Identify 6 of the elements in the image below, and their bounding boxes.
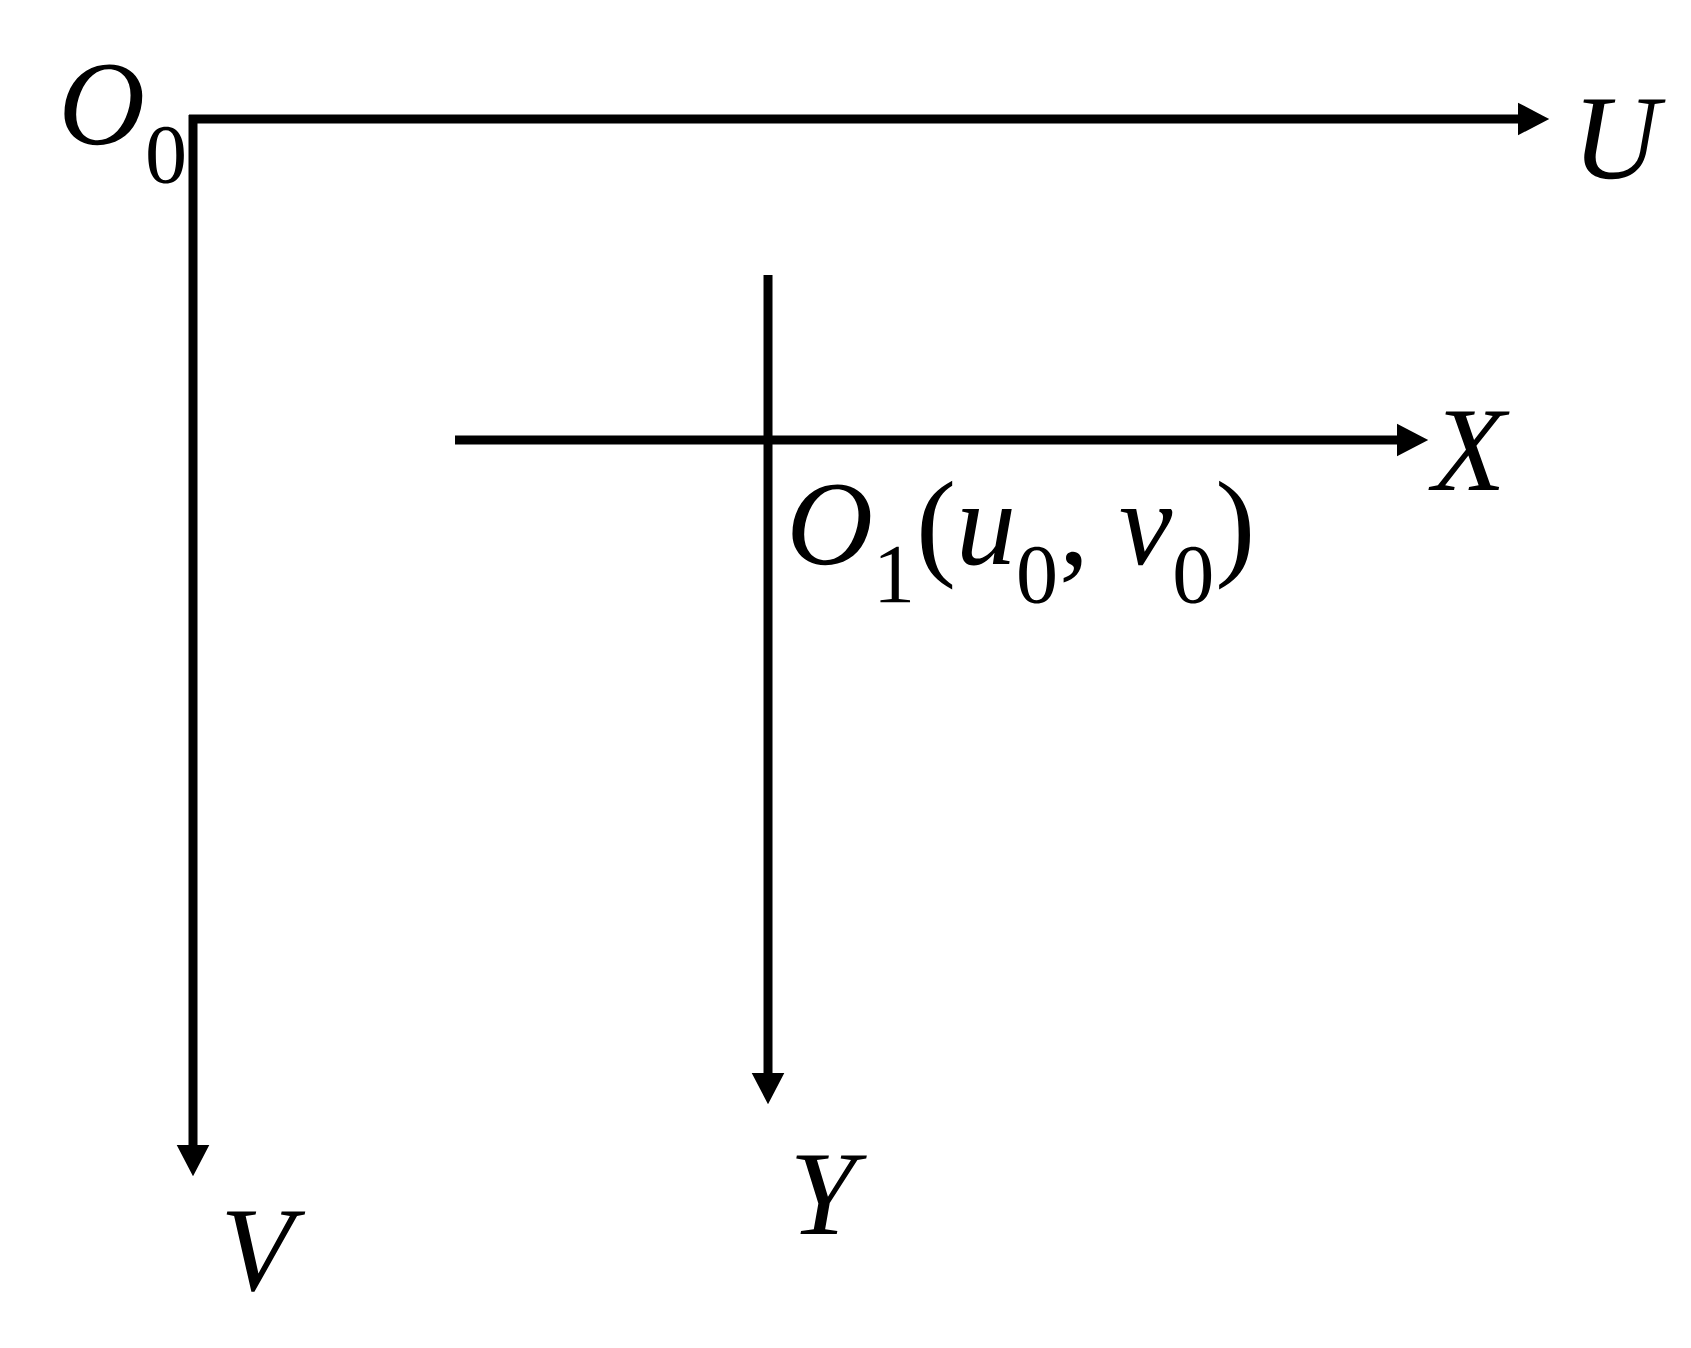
origin-label: O$_{0}$ bbox=[64, 64, 184, 184]
axis-label: U bbox=[1583, 99, 1666, 180]
axis-label: X bbox=[1428, 411, 1510, 490]
axis-label: V bbox=[226, 1211, 306, 1292]
origin-label: O$_{1}$(u$_{0}$, v$_{0}$) bbox=[792, 480, 1250, 604]
axis-label: Y bbox=[796, 1155, 867, 1234]
